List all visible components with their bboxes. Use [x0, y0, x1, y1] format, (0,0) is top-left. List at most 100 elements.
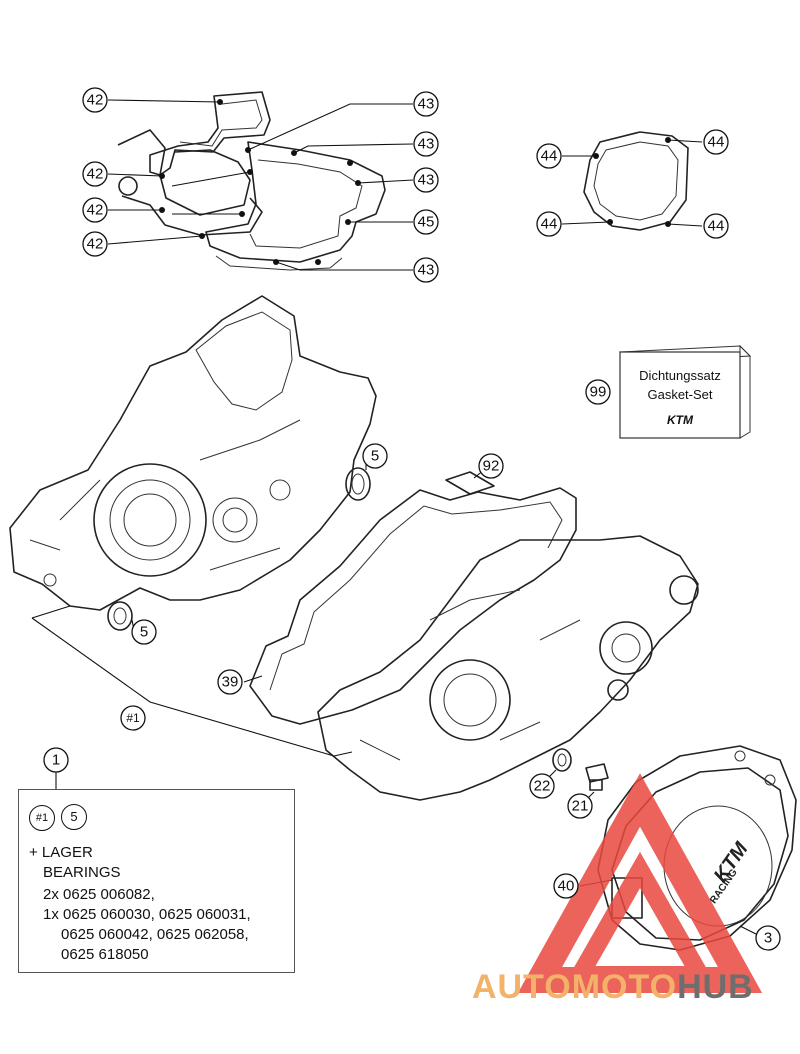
svg-text:42: 42	[87, 92, 104, 109]
callout-42-b[interactable]: 42	[82, 161, 108, 187]
crankcase-right-clutch-boss	[599, 621, 653, 675]
package-front	[619, 351, 741, 439]
svg-text:45: 45	[418, 214, 435, 231]
callout-legend-1[interactable]: 1	[43, 747, 69, 773]
bearing-bore	[351, 473, 365, 495]
crankcase-right-ribs	[359, 589, 581, 761]
watermark-inner	[564, 851, 716, 984]
cover-bolt	[734, 750, 746, 762]
crankcase-right-shaft	[607, 679, 629, 701]
svg-text:43: 43	[418, 172, 435, 189]
svg-text:42: 42	[87, 236, 104, 253]
callout-99[interactable]: 99	[585, 379, 611, 405]
plug-head	[585, 763, 609, 783]
svg-text:42: 42	[87, 166, 104, 183]
callout-assembly-1[interactable]: #1	[120, 705, 146, 731]
callout-43-a[interactable]: 43	[413, 91, 439, 117]
watermark-triangle	[517, 773, 763, 993]
callout-21[interactable]: 21	[567, 793, 593, 819]
gasket-set-package: Dichtungssatz Gasket-Set KTM	[618, 344, 752, 439]
crankcase-left-ribs	[29, 419, 301, 571]
gasket-42-inner	[179, 99, 263, 147]
legend-badge-assembly: #1	[29, 805, 55, 831]
callout-39[interactable]: 39	[217, 669, 243, 695]
gasket-44-outline	[583, 131, 689, 231]
svg-text:92: 92	[483, 458, 500, 475]
part-22-washer	[547, 748, 572, 779]
cover-gasket-44	[561, 131, 703, 231]
callout-43-c[interactable]: 43	[413, 167, 439, 193]
legend-line1: + LAGER	[29, 844, 93, 861]
callout-43-b[interactable]: 43	[413, 131, 439, 157]
callout-44-c[interactable]: 44	[536, 211, 562, 237]
svg-text:44: 44	[541, 216, 558, 233]
gasket-42-outline	[149, 91, 271, 176]
gasket-marker-dots	[159, 99, 361, 265]
bearing-bore	[113, 607, 127, 625]
assembly-bracket	[31, 605, 353, 757]
crankcase-left-main-bearing	[93, 463, 207, 577]
gasket-39-inner	[269, 501, 563, 691]
legend-line4: 1x 0625 060030, 0625 060031,	[43, 906, 251, 923]
callout-92[interactable]: 92	[478, 453, 504, 479]
crankcase-left	[9, 295, 377, 611]
crankcase-right-clutch-inner	[611, 633, 641, 663]
svg-text:44: 44	[708, 134, 725, 151]
callout-3[interactable]: 3	[755, 925, 781, 951]
package-line2: Gasket-Set	[647, 387, 712, 402]
callout-43-d[interactable]: 43	[413, 257, 439, 283]
svg-text:39: 39	[222, 674, 239, 691]
crankcase-gasket-39	[243, 487, 577, 725]
cover-bolt	[764, 774, 776, 786]
plug-thread	[589, 779, 603, 791]
legend-line3: 2x 0625 006082,	[43, 886, 155, 903]
callout-45[interactable]: 45	[413, 209, 439, 235]
callout-44-d[interactable]: 44	[703, 213, 729, 239]
crankcase-left-outline	[9, 295, 377, 611]
callout-5-upper[interactable]: 5	[362, 443, 388, 469]
crankcase-right-main-bearing	[429, 659, 511, 741]
gasket-42-eye	[118, 176, 138, 196]
legend-badge-bearing: 5	[61, 804, 87, 830]
callout-40[interactable]: 40	[553, 873, 579, 899]
svg-text:43: 43	[418, 262, 435, 279]
bearing-5-lower	[107, 601, 135, 631]
part-21-plug	[585, 763, 609, 801]
plate-shape	[445, 471, 495, 495]
gasket-leaders	[107, 99, 414, 271]
gasket-42-ring	[117, 129, 251, 216]
svg-text:5: 5	[371, 448, 379, 465]
crankcase-left-bore	[109, 479, 191, 561]
package-line1: Dichtungssatz	[639, 368, 721, 383]
legend-line5: 0625 060042, 0625 062058,	[61, 926, 249, 943]
callout-44-a[interactable]: 44	[536, 143, 562, 169]
svg-text:21: 21	[572, 798, 589, 815]
callout-42-a[interactable]: 42	[82, 87, 108, 113]
svg-text:44: 44	[541, 148, 558, 165]
gasket-39-outline	[249, 487, 577, 725]
crankcase-left-shaft	[212, 497, 258, 543]
cover-gasket-40	[597, 745, 797, 951]
callout-44-b[interactable]: 44	[703, 129, 729, 155]
marker-dot	[315, 259, 321, 265]
callout-22[interactable]: 22	[529, 773, 555, 799]
crankcase-left-cylinder	[195, 311, 293, 411]
legend-line2: BEARINGS	[43, 864, 121, 881]
watermark-logo: AUTOMOTOHUB	[472, 968, 754, 1007]
bearing-ring	[345, 467, 371, 501]
svg-text:5: 5	[140, 624, 148, 641]
svg-text:#1: #1	[126, 711, 140, 725]
bearing-ring	[107, 601, 133, 631]
crankcase-left-bore-inner	[123, 493, 177, 547]
callout-5-lower[interactable]: 5	[131, 619, 157, 645]
marker-dot	[347, 160, 353, 166]
svg-text:1: 1	[52, 752, 60, 769]
svg-text:99: 99	[590, 384, 607, 401]
callout-42-c[interactable]: 42	[82, 197, 108, 223]
package-brand: KTM	[667, 413, 694, 427]
svg-text:44: 44	[708, 218, 725, 235]
callout-42-d[interactable]: 42	[82, 231, 108, 257]
legend-line6: 0625 618050	[61, 946, 149, 963]
